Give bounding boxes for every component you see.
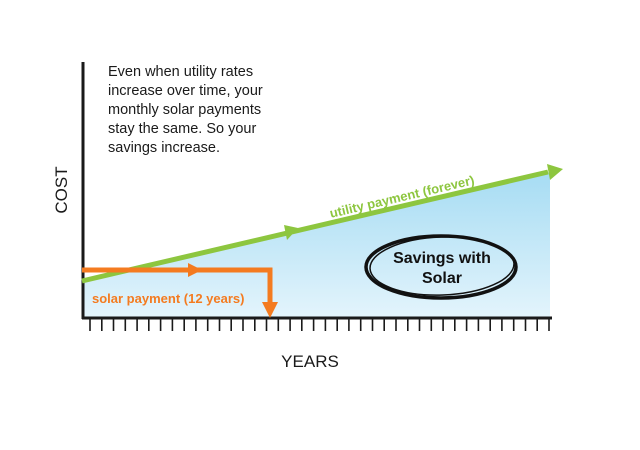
- utility-mid-arrow-icon: [284, 225, 298, 240]
- solar-line: [82, 267, 273, 305]
- x-axis-ticks: [89, 319, 550, 331]
- solar-down-arrow-icon: [262, 302, 278, 318]
- solar-line-label: solar payment (12 years): [92, 291, 244, 306]
- savings-area: [82, 172, 550, 317]
- utility-end-arrow-icon: [547, 164, 563, 180]
- savings-label-line1: Savings with: [393, 250, 491, 267]
- x-axis-label: YEARS: [281, 352, 339, 371]
- savings-label-line2: Solar: [422, 270, 462, 287]
- y-axis-label: COST: [52, 166, 71, 213]
- explanation-note: Even when utility rates increase over ti…: [108, 64, 263, 156]
- solar-mid-arrow-icon: [188, 263, 202, 277]
- savings-ellipse: [364, 234, 518, 300]
- utility-line: [81, 169, 549, 284]
- savings-ellipse-sketch: [369, 236, 515, 296]
